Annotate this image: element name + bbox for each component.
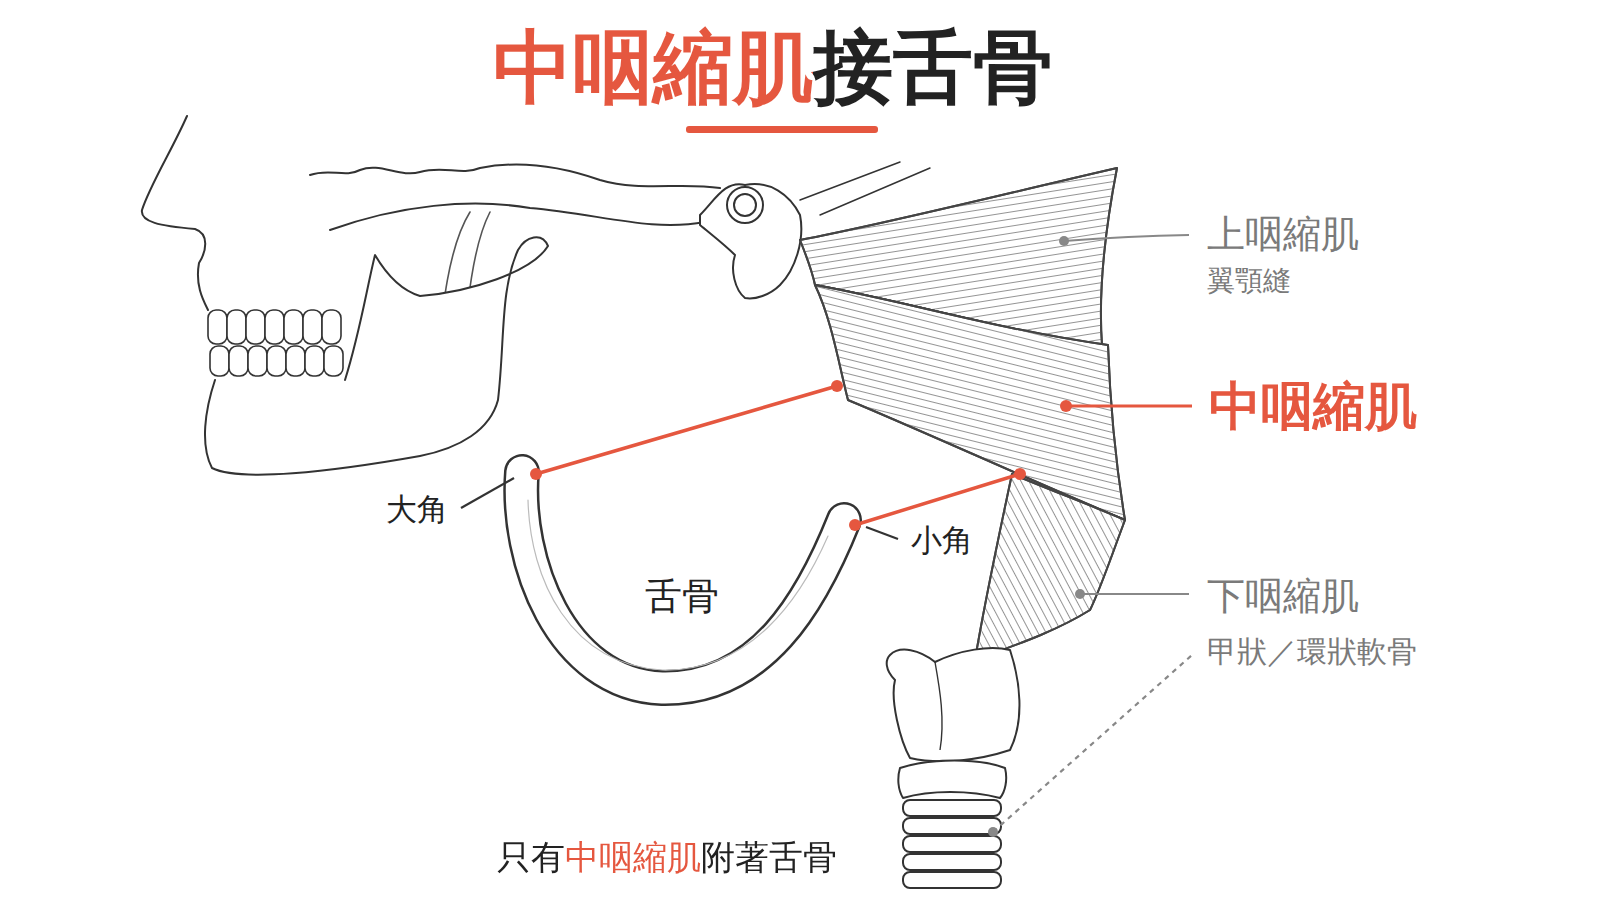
mandible <box>205 237 548 474</box>
origin-label: 翼顎縫 <box>1207 264 1291 298</box>
leader-line <box>1064 235 1189 241</box>
zygomatic-arch <box>330 204 705 230</box>
caption: 只有中咽縮肌附著舌骨 <box>497 837 837 878</box>
middle-constrictor-base <box>815 285 1125 520</box>
bone-label: 舌骨 <box>645 575 719 619</box>
face-profile <box>142 116 208 310</box>
thyroid-notch <box>935 662 942 750</box>
tooth <box>284 310 303 344</box>
tooth <box>305 346 324 376</box>
leader-dot <box>1059 236 1069 246</box>
pharyngeal-muscles <box>800 168 1125 660</box>
tooth <box>248 346 267 376</box>
attachment-dot <box>530 468 542 480</box>
tooth <box>227 310 246 344</box>
tooth <box>267 346 286 376</box>
title-underline <box>686 126 878 133</box>
cricoid-cartilage <box>898 761 1006 799</box>
attachment-dot <box>831 380 843 392</box>
attachment-dot <box>1014 468 1026 480</box>
tooth <box>324 346 343 376</box>
muscle-label: 下咽縮肌 <box>1207 574 1359 620</box>
leader-line <box>866 527 898 539</box>
skull-base-line <box>800 162 900 200</box>
hyoid-outline <box>521 472 844 688</box>
attachment-line <box>536 386 837 474</box>
tracheal-ring <box>903 818 1001 834</box>
ear-canal <box>734 194 756 216</box>
leader-line <box>1066 405 1192 408</box>
attachment-lines <box>530 380 1026 531</box>
attachment-line <box>855 474 1020 525</box>
hyoid-shading <box>528 500 828 670</box>
inferior-constrictor-base <box>975 474 1125 660</box>
mastoid-region <box>700 184 801 298</box>
skull-drawing <box>142 116 930 475</box>
part-label: 小角 <box>911 522 973 559</box>
leader-line-dashed <box>993 655 1192 832</box>
highlight-label: 中咽縮肌 <box>1209 375 1417 437</box>
tracheal-ring <box>903 872 1001 888</box>
tracheal-ring <box>903 854 1001 870</box>
tooth <box>208 310 227 344</box>
thyroid-cartilage <box>887 648 1020 761</box>
larynx <box>887 648 1020 888</box>
attachment-dot <box>849 519 861 531</box>
tooth <box>265 310 284 344</box>
leader-line <box>461 478 514 508</box>
lower-teeth <box>210 346 343 376</box>
skull-base-line <box>820 168 930 215</box>
tooth <box>246 310 265 344</box>
tooth <box>322 310 341 344</box>
tooth <box>286 346 305 376</box>
inferior-constrictor <box>975 474 1125 660</box>
part-label: 大角 <box>386 491 448 528</box>
tooth <box>303 310 322 344</box>
hyoid-bone <box>521 472 844 688</box>
origin-label: 甲狀／環狀軟骨 <box>1207 634 1417 670</box>
tooth <box>210 346 229 376</box>
leader-lines <box>461 235 1192 837</box>
leader-line <box>1080 593 1189 595</box>
diagram-title: 中咽縮肌接舌骨 <box>493 20 1053 116</box>
ear-canal <box>727 187 763 223</box>
hyoid-fill <box>521 472 844 688</box>
leader-dot <box>1060 400 1072 412</box>
upper-teeth <box>208 310 341 344</box>
muscle-label: 上咽縮肌 <box>1207 212 1359 258</box>
tracheal-ring <box>903 800 1001 816</box>
tracheal-ring <box>903 836 1001 852</box>
leader-dot <box>1075 589 1085 599</box>
skull-suture <box>310 164 720 188</box>
middle-constrictor <box>815 285 1125 520</box>
leader-dot <box>988 827 998 837</box>
tooth <box>229 346 248 376</box>
